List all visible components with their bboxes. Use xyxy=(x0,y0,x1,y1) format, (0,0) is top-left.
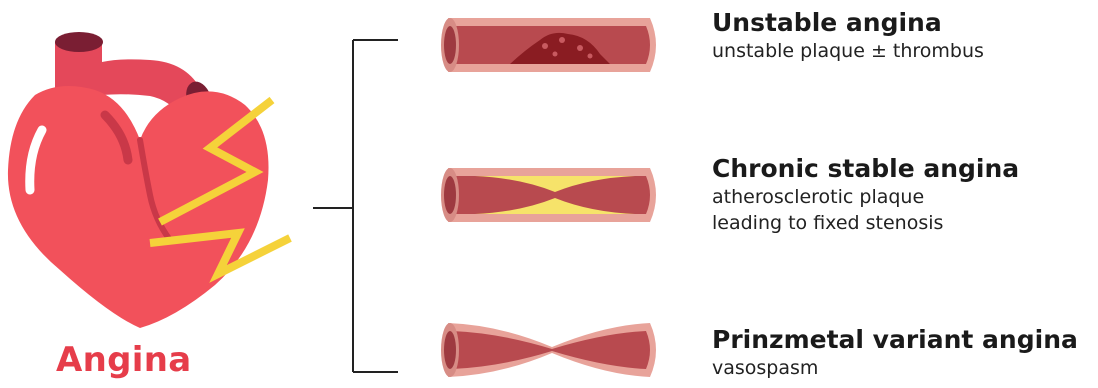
heart-illustration xyxy=(0,0,310,330)
type-title: Prinzmetal variant angina xyxy=(712,325,1078,355)
vessel-vasospasm xyxy=(440,315,665,385)
type-unstable-angina: Unstable angina unstable plaque ± thromb… xyxy=(712,8,984,64)
type-description: vasospasm xyxy=(712,355,1078,381)
vessel-unstable-plaque xyxy=(440,10,665,80)
type-prinzmetal-variant-angina: Prinzmetal variant angina vasospasm xyxy=(712,325,1078,381)
type-description: atherosclerotic plaque xyxy=(712,184,1019,210)
diagram-caption: Angina xyxy=(56,340,196,380)
vessel-fixed-stenosis xyxy=(440,160,665,230)
bracket-connector xyxy=(300,0,440,388)
type-description: unstable plaque ± thrombus xyxy=(712,38,984,64)
type-description: leading to fixed stenosis xyxy=(712,210,1019,236)
type-chronic-stable-angina: Chronic stable angina atherosclerotic pl… xyxy=(712,154,1019,236)
type-title: Chronic stable angina xyxy=(712,154,1019,184)
heart-body xyxy=(8,86,269,328)
type-title: Unstable angina xyxy=(712,8,984,38)
